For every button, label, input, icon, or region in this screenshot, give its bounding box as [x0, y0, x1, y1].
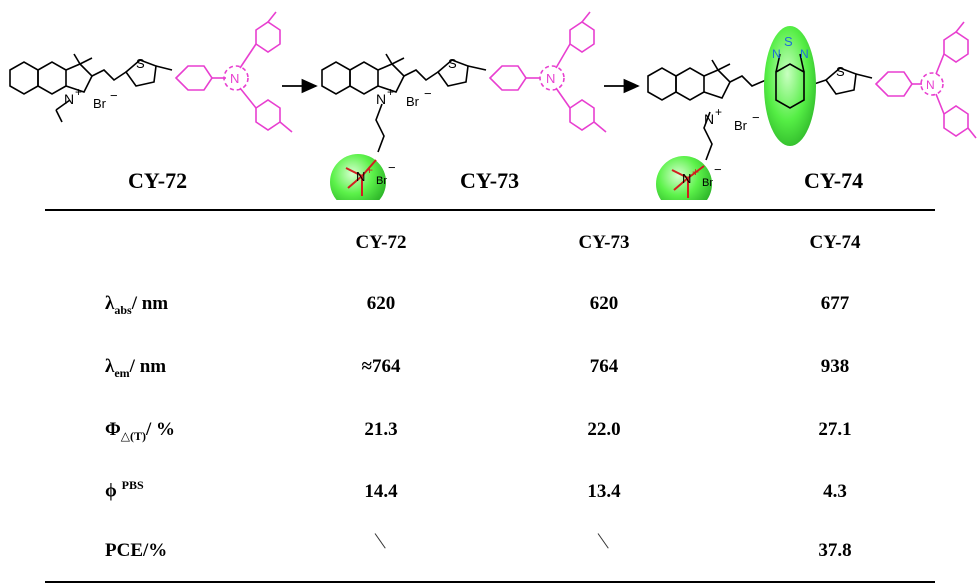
ammonium-bromide-cy-74: Br	[702, 177, 713, 189]
ammonium-minus-cy-73: −	[388, 160, 396, 175]
cell-phi-delta-cy-72: 21.3	[364, 419, 398, 440]
ammonium-bonds-cy-74	[671, 165, 705, 198]
table-bottom-rule	[45, 581, 935, 583]
cell-em-cy-73: 764	[589, 356, 619, 377]
cell-abs-cy-72: 620	[366, 293, 396, 314]
cell-phi-pbs-cy-74: 4.3	[823, 481, 847, 502]
btd-atom-n1-cy-74: N	[772, 47, 781, 61]
compound-label-cy-73: CY-73	[460, 168, 520, 193]
compound-label-cy-72: CY-72	[128, 168, 188, 193]
row-label-phi-delta: Φ△(T)/ %	[105, 419, 176, 443]
atom-n-amine-cy-74: N	[926, 78, 935, 92]
atom-n-amine-cy-72: N	[230, 71, 239, 86]
benzothiadiazole-cy-74	[775, 53, 805, 109]
cell-em-cy-72: ≈764	[361, 356, 401, 377]
bromide-cy-72: Br	[93, 96, 107, 111]
atom-n-cy-73: N	[376, 91, 386, 107]
row-label-pce: PCE/%	[105, 540, 168, 561]
charge-minus-cy-74: −	[752, 110, 760, 125]
column-header-cy-73: CY-73	[578, 232, 630, 253]
ammonium-highlight-cy-74	[656, 156, 712, 200]
cell-pce-cy-74: 37.8	[818, 540, 852, 561]
ammonium-n-cy-74: N	[682, 171, 691, 186]
ammonium-bromide-cy-73: Br	[376, 175, 387, 187]
atom-n-cy-74: N	[704, 111, 714, 127]
atom-s-cy-73: S	[448, 56, 457, 71]
cell-abs-cy-74: 677	[820, 293, 850, 314]
triarylamine-cy-73	[488, 11, 607, 133]
bromide-cy-74: Br	[734, 118, 748, 133]
btd-atom-s-cy-74: S	[784, 34, 793, 49]
ammonium-plus-cy-74: +	[692, 165, 699, 179]
btd-atom-n2-cy-74: N	[800, 47, 809, 61]
charge-plus-cy-74: +	[715, 105, 722, 119]
chemical-structures-scheme: S N + Br − N S N + Br − N + Br	[9, 11, 977, 200]
cell-phi-delta-cy-74: 27.1	[818, 419, 852, 440]
atom-n-cy-72: N	[64, 91, 74, 107]
ammonium-bonds-cy-73	[345, 159, 377, 196]
table-top-rule	[45, 209, 935, 211]
cell-phi-pbs-cy-73: 13.4	[587, 481, 621, 502]
row-label-em: λem/ nm	[105, 356, 167, 380]
atom-n-amine-cy-73: N	[546, 71, 555, 86]
structure-cy-72	[9, 53, 173, 123]
atom-s-cy-72: S	[136, 56, 145, 71]
structure-cy-73	[321, 53, 487, 153]
ammonium-n-cy-73: N	[356, 169, 365, 184]
structure-cy-74	[647, 59, 873, 161]
cell-phi-pbs-cy-72: 14.4	[364, 481, 398, 502]
cell-em-cy-74: 938	[820, 356, 850, 377]
compound-label-cy-74: CY-74	[804, 168, 864, 193]
ammonium-plus-cy-73: +	[366, 163, 373, 177]
triarylamine-cy-72	[174, 11, 293, 133]
charge-minus-cy-73: −	[424, 86, 432, 101]
ammonium-minus-cy-74: −	[714, 162, 722, 177]
column-header-cy-74: CY-74	[809, 232, 861, 253]
not-applicable-mark-cy-72	[374, 533, 386, 549]
cell-phi-delta-cy-73: 22.0	[587, 419, 621, 440]
charge-minus-cy-72: −	[110, 88, 118, 103]
triarylamine-cy-74	[874, 21, 977, 139]
benzothiadiazole-highlight-cy-74	[764, 26, 816, 146]
row-label-phi-pbs: ϕ PBS	[105, 478, 144, 502]
charge-plus-cy-72: +	[75, 85, 82, 99]
cell-abs-cy-73: 620	[589, 293, 619, 314]
column-header-cy-72: CY-72	[355, 232, 407, 253]
bromide-cy-73: Br	[406, 94, 420, 109]
atom-s-cy-74: S	[836, 64, 845, 79]
not-applicable-mark-cy-73	[597, 533, 609, 549]
charge-plus-cy-73: +	[387, 85, 394, 99]
row-label-abs: λabs/ nm	[105, 293, 169, 317]
